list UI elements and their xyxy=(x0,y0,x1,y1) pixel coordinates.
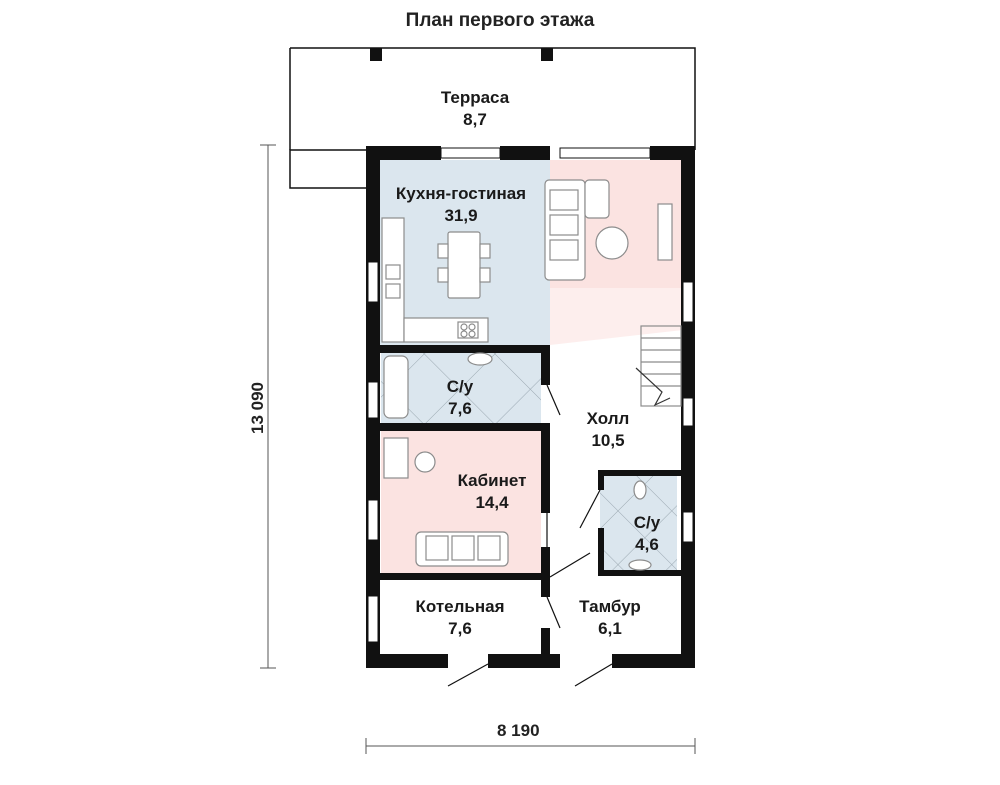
room-vestibule: Тамбур 6,1 xyxy=(565,596,655,640)
room-hall: Холл 10,5 xyxy=(568,408,648,452)
room-kitchen-living: Кухня-гостиная 31,9 xyxy=(376,183,546,227)
sofa-study xyxy=(415,531,509,567)
terrace-outline xyxy=(289,149,367,189)
room-name: Тамбур xyxy=(579,597,641,616)
room-name: Терраса xyxy=(440,88,510,107)
sofa-living xyxy=(544,179,610,281)
toilet xyxy=(633,480,647,500)
doors xyxy=(447,384,613,687)
room-area: 31,9 xyxy=(444,206,478,225)
room-bathroom-2: С/у 4,6 xyxy=(612,512,682,556)
room-study: Кабинет 14,4 xyxy=(442,470,542,514)
room-name: С/у xyxy=(633,513,661,532)
room-area: 10,5 xyxy=(591,431,625,450)
room-terrace: Терраса 8,7 xyxy=(395,87,555,131)
room-area: 7,6 xyxy=(448,619,472,638)
room-name: Кухня-гостиная xyxy=(395,184,527,203)
sink-small xyxy=(628,559,652,571)
windows xyxy=(367,147,694,643)
room-name: Котельная xyxy=(415,597,505,616)
room-name: Кабинет xyxy=(457,471,527,490)
sink xyxy=(467,352,493,366)
desk xyxy=(383,437,436,479)
terrace-outline-top xyxy=(290,47,696,150)
room-area: 6,1 xyxy=(598,619,622,638)
room-name: Холл xyxy=(586,409,630,428)
room-boiler: Котельная 7,6 xyxy=(400,596,520,640)
interior-walls xyxy=(380,345,683,658)
bathtub xyxy=(383,355,409,419)
dimension-lines xyxy=(260,144,696,754)
living-fill-lower xyxy=(550,288,683,345)
room-name: С/у xyxy=(446,377,474,396)
kitchen-counter xyxy=(381,217,489,343)
room-area: 14,4 xyxy=(475,493,509,512)
stairs xyxy=(635,325,682,407)
plan-title: План первого этажа xyxy=(405,10,595,31)
dimension-width: 8 190 xyxy=(497,721,540,740)
dimension-length: 13 090 xyxy=(248,382,267,434)
room-area: 4,6 xyxy=(635,535,659,554)
dining-table xyxy=(437,231,491,299)
room-bathroom-1: С/у 7,6 xyxy=(420,376,500,420)
round-table xyxy=(595,226,629,260)
room-area: 7,6 xyxy=(448,399,472,418)
tv-stand xyxy=(657,203,673,261)
room-area: 8,7 xyxy=(463,110,487,129)
